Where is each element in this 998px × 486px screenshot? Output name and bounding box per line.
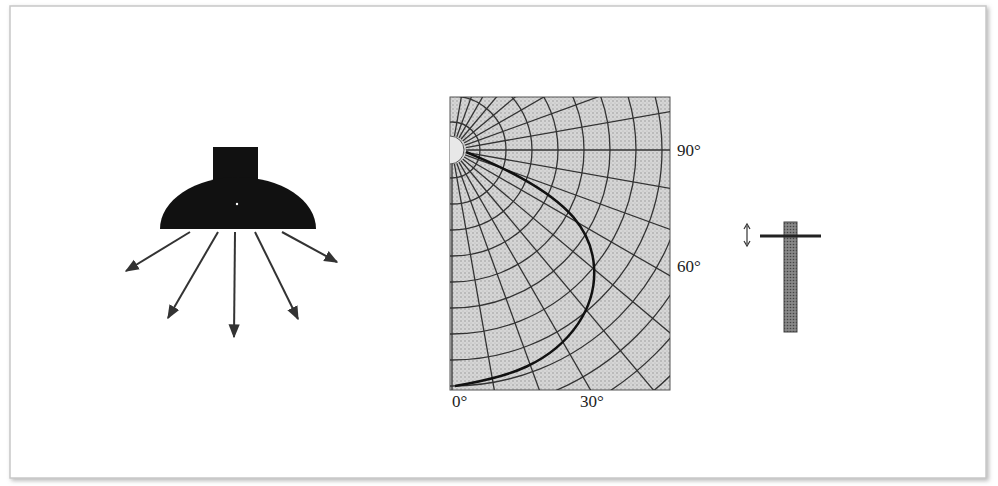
frame: [10, 6, 986, 478]
angle-label: 90°: [677, 142, 701, 159]
fixture-symbol: [744, 222, 821, 332]
angle-label: 30°: [580, 393, 604, 410]
polar-grid: [60, 0, 952, 486]
lamp-icon: [126, 147, 337, 337]
angle-label: 0°: [452, 393, 467, 410]
angle-label: 60°: [677, 258, 701, 275]
